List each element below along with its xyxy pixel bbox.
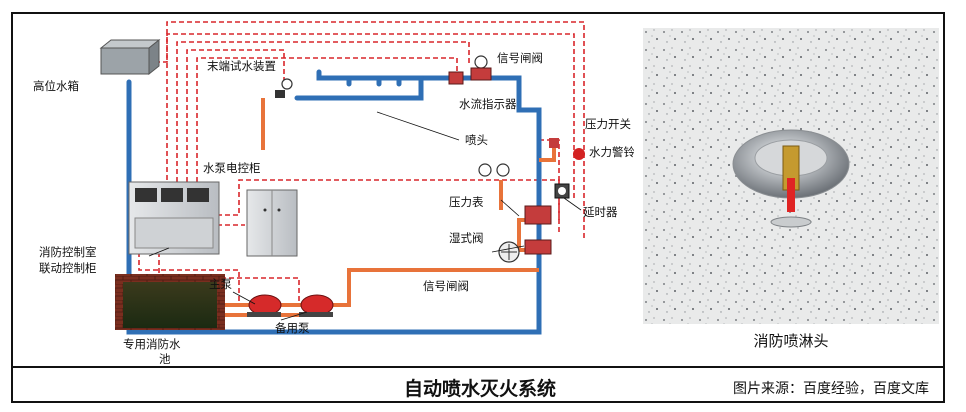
- label-flow-indicator: 水流指示器: [459, 97, 517, 111]
- delay-device-icon: [554, 183, 570, 199]
- label-pool-l2: 池: [159, 352, 171, 365]
- flow-indicator-icon: [448, 71, 464, 85]
- pressure-switch-icon: [549, 138, 559, 148]
- label-pump-control: 水泵电控柜: [203, 161, 261, 175]
- photo-caption: 消防喷淋头: [753, 332, 829, 350]
- label-signal-valve-bottom: 信号闸阀: [423, 279, 469, 293]
- label-main-pump: 主泵: [209, 277, 232, 291]
- main-pump-icon: [247, 294, 282, 317]
- label-water-alarm-bell: 水力警铃: [589, 145, 634, 159]
- label-end-test: 末端试水装置: [207, 59, 276, 73]
- pump-control-cabinet-icon: [246, 189, 298, 257]
- image-source: 图片来源：百度经验，百度文库: [733, 381, 929, 397]
- sprinkler-system-diagram: 高位水箱 末端试水装置 信号闸阀 水流指示器 喷头 压力开关 水力警铃 水泵电控…: [33, 21, 634, 365]
- label-signal-valve-top: 信号闸阀: [497, 51, 543, 65]
- sprinkler-head-photo: [643, 28, 939, 324]
- signal-lines: [138, 21, 585, 302]
- label-pressure-gauge: 压力表: [449, 195, 484, 209]
- label-wet-valve: 湿式阀: [449, 231, 484, 245]
- label-pressure-switch: 压力开关: [585, 117, 631, 131]
- label-control-room-l2: 联动控制柜: [39, 261, 97, 275]
- fire-water-pool-icon: [115, 274, 225, 330]
- footer-divider: [13, 366, 943, 368]
- figure-title: 自动喷水灭火系统: [403, 378, 556, 400]
- leader-lines: [148, 111, 582, 321]
- end-test-device-icon: [275, 78, 293, 98]
- label-control-room-l1: 消防控制室: [39, 245, 97, 259]
- fire-control-console-icon: [128, 181, 220, 255]
- figure-frame: 高位水箱 末端试水装置 信号闸阀 水流指示器 喷头 压力开关 水力警铃 水泵电控…: [11, 12, 945, 403]
- wet-alarm-valve-icon: [524, 205, 552, 255]
- label-pool-l1: 专用消防水: [123, 337, 181, 351]
- signal-valve-top-icon: [470, 55, 492, 81]
- backup-pump-icon: [299, 294, 334, 317]
- label-high-tank: 高位水箱: [33, 79, 79, 93]
- pressure-gauge-icon: [478, 163, 510, 177]
- label-backup-pump: 备用泵: [275, 321, 310, 335]
- label-delay-device: 延时器: [583, 205, 618, 219]
- high-tank-icon: [99, 38, 161, 76]
- signal-valve-bottom-icon: [498, 241, 520, 263]
- label-sprinkler-head: 喷头: [465, 133, 488, 147]
- water-alarm-bell-icon: [573, 148, 585, 160]
